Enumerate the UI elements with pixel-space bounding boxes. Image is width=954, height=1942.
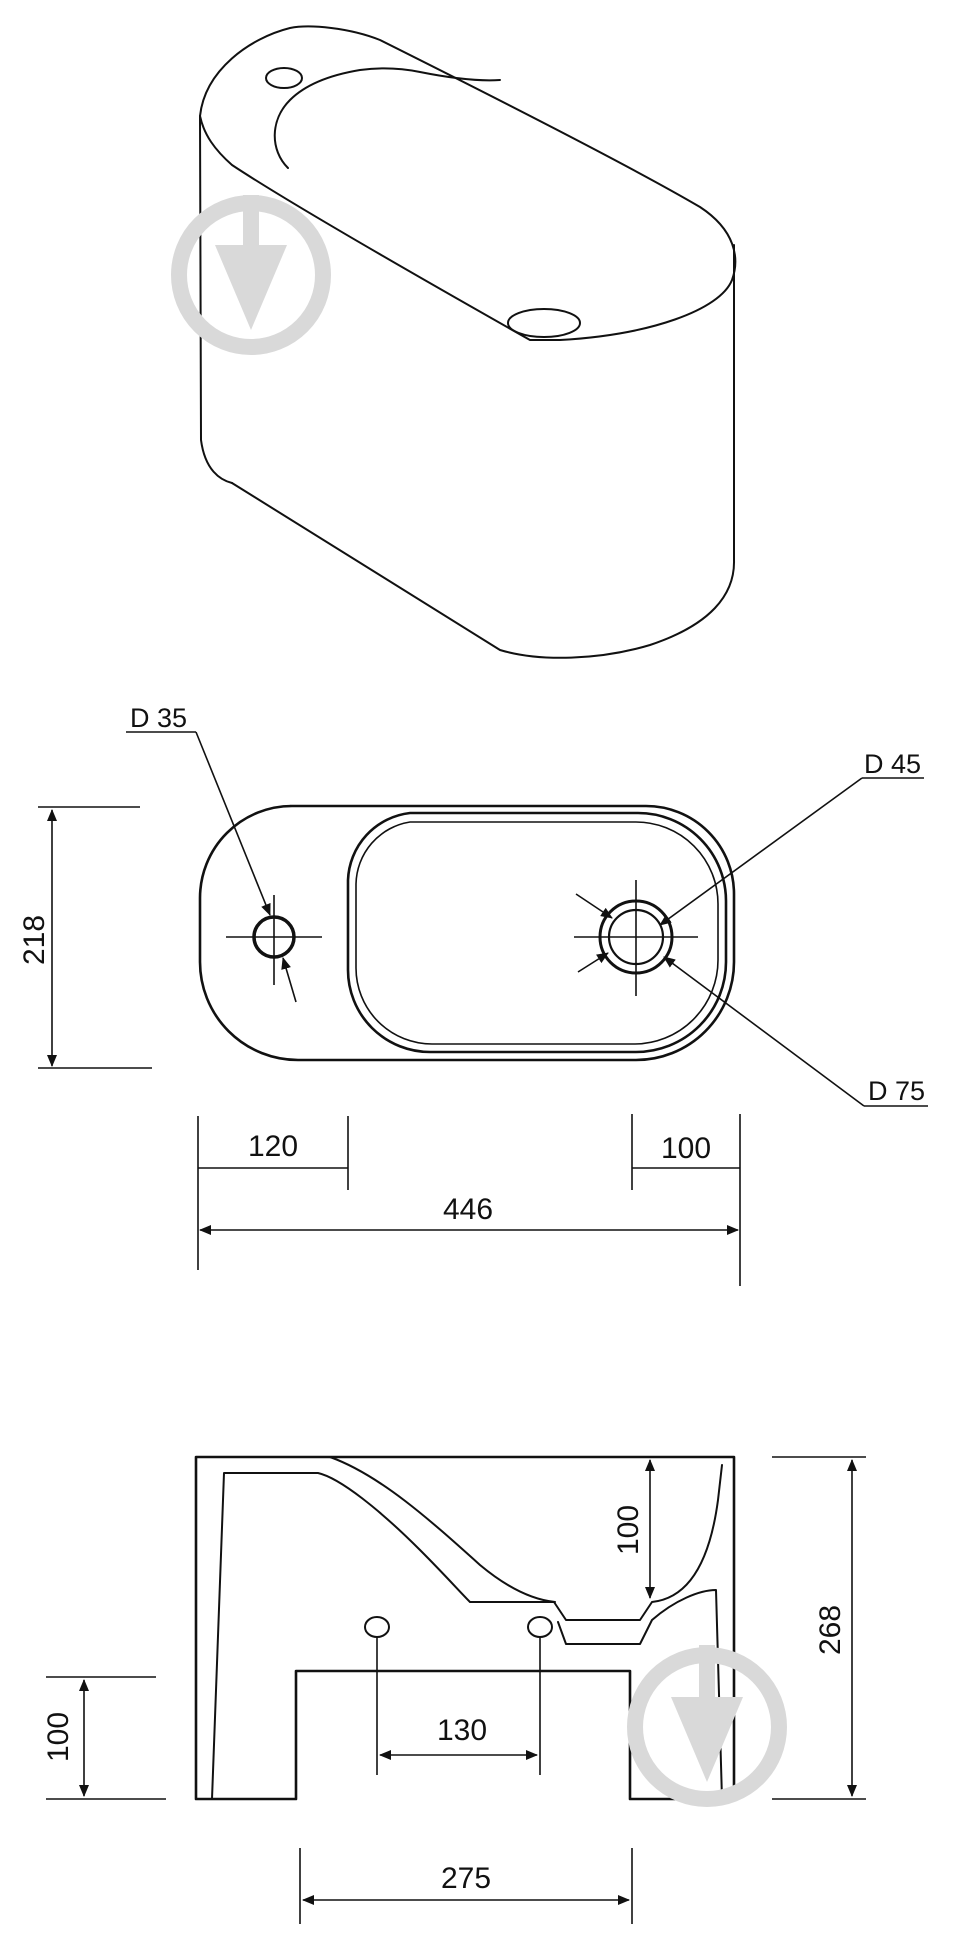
top-view-dimensions	[38, 731, 928, 1286]
label-offset-120: 120	[248, 1130, 298, 1163]
isometric-view	[199, 25, 737, 659]
label-offset-100: 100	[661, 1132, 711, 1165]
label-width-218: 218	[18, 915, 51, 965]
label-base-width-275: 275	[441, 1862, 491, 1895]
label-d75: D 75	[868, 1076, 925, 1106]
label-d35: D 35	[130, 703, 187, 733]
side-view-dimensions	[46, 1456, 866, 1924]
label-spacing-130: 130	[437, 1714, 487, 1747]
top-view	[198, 804, 736, 1062]
label-bowl-depth-100: 100	[612, 1505, 645, 1555]
side-view	[194, 1455, 736, 1801]
label-height-268: 268	[814, 1605, 847, 1655]
label-base-height-100: 100	[42, 1712, 75, 1762]
watermark-logo	[171, 195, 331, 355]
label-length-446: 446	[443, 1193, 493, 1226]
watermark-logo	[627, 1645, 787, 1807]
label-d45: D 45	[864, 749, 921, 779]
